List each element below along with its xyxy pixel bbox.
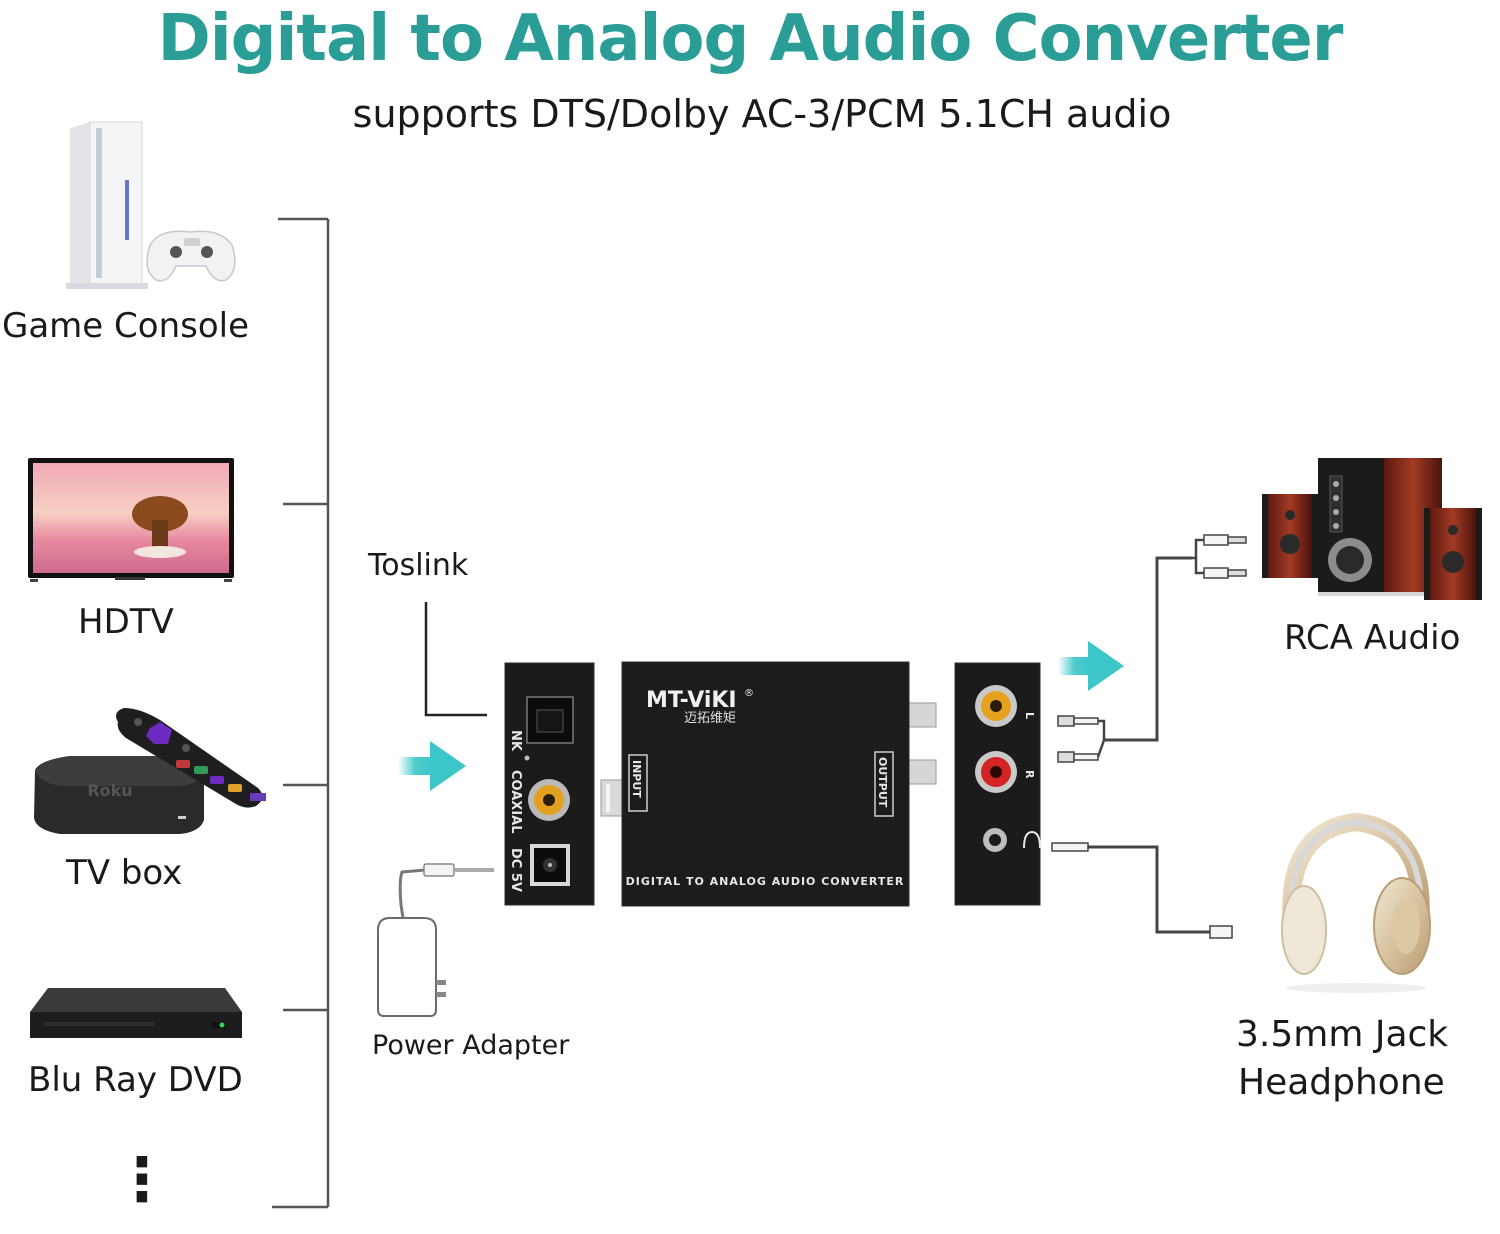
- label-blu-ray: Blu Ray DVD: [28, 1060, 243, 1100]
- input-arrow-icon: [398, 741, 466, 791]
- label-jack-line1: 3.5mm Jack: [1236, 1014, 1449, 1055]
- toslink-leader-line: [424, 602, 487, 717]
- label-game-console: Game Console: [2, 306, 249, 346]
- label-rca-audio: RCA Audio: [1284, 618, 1461, 658]
- port-label-r: R: [1023, 770, 1036, 779]
- hdtv-icon: [28, 458, 234, 582]
- tv-box-icon: Roku: [34, 708, 266, 834]
- source-bracket: [272, 217, 330, 1209]
- headphone-port-icon: [1023, 830, 1041, 849]
- device-output-tag: OUTPUT: [876, 757, 889, 808]
- port-label-coaxial: COAXIAL: [508, 770, 523, 834]
- more-sources-ellipsis: ⋮: [112, 1145, 172, 1215]
- device-label: DIGITAL TO ANALOG AUDIO CONVERTER: [626, 875, 905, 888]
- game-console-icon: [66, 121, 236, 289]
- rca-cable: [1057, 534, 1247, 763]
- device-input-tag: INPUT: [630, 760, 643, 798]
- port-label-nk: NK: [508, 730, 523, 752]
- label-jack-line2: Headphone: [1238, 1062, 1445, 1103]
- device-input-panel: NK COAXIAL DC 5V: [504, 662, 595, 906]
- headphone-cable: [1051, 842, 1233, 939]
- port-label-l: L: [1023, 712, 1036, 719]
- output-arrow-icon: [1058, 641, 1124, 691]
- device-body: MT-ViKI ® 迈拓维矩 INPUT OUTPUT DIGITAL TO A…: [600, 661, 937, 907]
- label-toslink: Toslink: [368, 548, 469, 583]
- port-label-dc: DC 5V: [508, 848, 523, 892]
- page-subtitle: supports DTS/Dolby AC-3/PCM 5.1CH audio: [352, 92, 1172, 136]
- label-hdtv: HDTV: [78, 602, 174, 642]
- device-output-panel: L R: [954, 662, 1041, 906]
- page-title: Digital to Analog Audio Converter: [157, 2, 1344, 76]
- device-brand: MT-ViKI: [646, 688, 737, 713]
- blu-ray-icon: [30, 988, 242, 1038]
- label-tv-box: TV box: [66, 853, 183, 893]
- speakers-icon: [1262, 458, 1482, 600]
- device-brand-mark: ®: [744, 688, 754, 699]
- roku-logo: Roku: [87, 781, 132, 800]
- power-adapter-icon: [377, 863, 494, 1017]
- label-power-adapter: Power Adapter: [372, 1030, 570, 1061]
- device-brand-cn: 迈拓维矩: [684, 711, 736, 726]
- headphone-icon: [1281, 812, 1431, 993]
